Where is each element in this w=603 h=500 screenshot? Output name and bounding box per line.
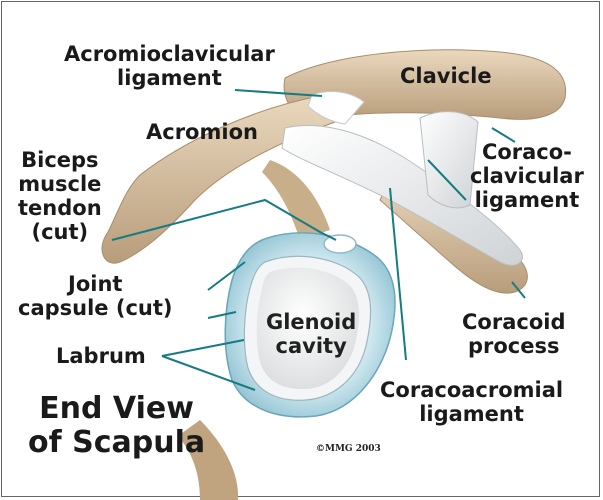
label-glenoid-cavity: Glenoid cavity — [266, 310, 356, 358]
label-end-view-of-scapula: End View of Scapula — [28, 392, 205, 460]
label-coracoid-process: Coracoid process — [462, 310, 565, 358]
label-labrum: Labrum — [56, 344, 146, 368]
label-joint-capsule: Joint capsule (cut) — [18, 272, 173, 320]
label-biceps-tendon: Biceps muscle tendon (cut) — [18, 148, 102, 244]
copyright-text: ©MMG 2003 — [316, 444, 381, 454]
label-acromioclavicular-ligament: Acromioclavicular ligament — [64, 42, 275, 90]
label-clavicle: Clavicle — [400, 64, 492, 88]
label-coracoclavicular-ligament: Coraco- clavicular ligament — [470, 140, 584, 212]
scapula-neck — [262, 160, 330, 240]
biceps-tendon-stump — [324, 235, 356, 253]
label-acromion: Acromion — [146, 120, 258, 144]
label-coracoacromial-ligament: Coracoacromial ligament — [380, 378, 563, 426]
